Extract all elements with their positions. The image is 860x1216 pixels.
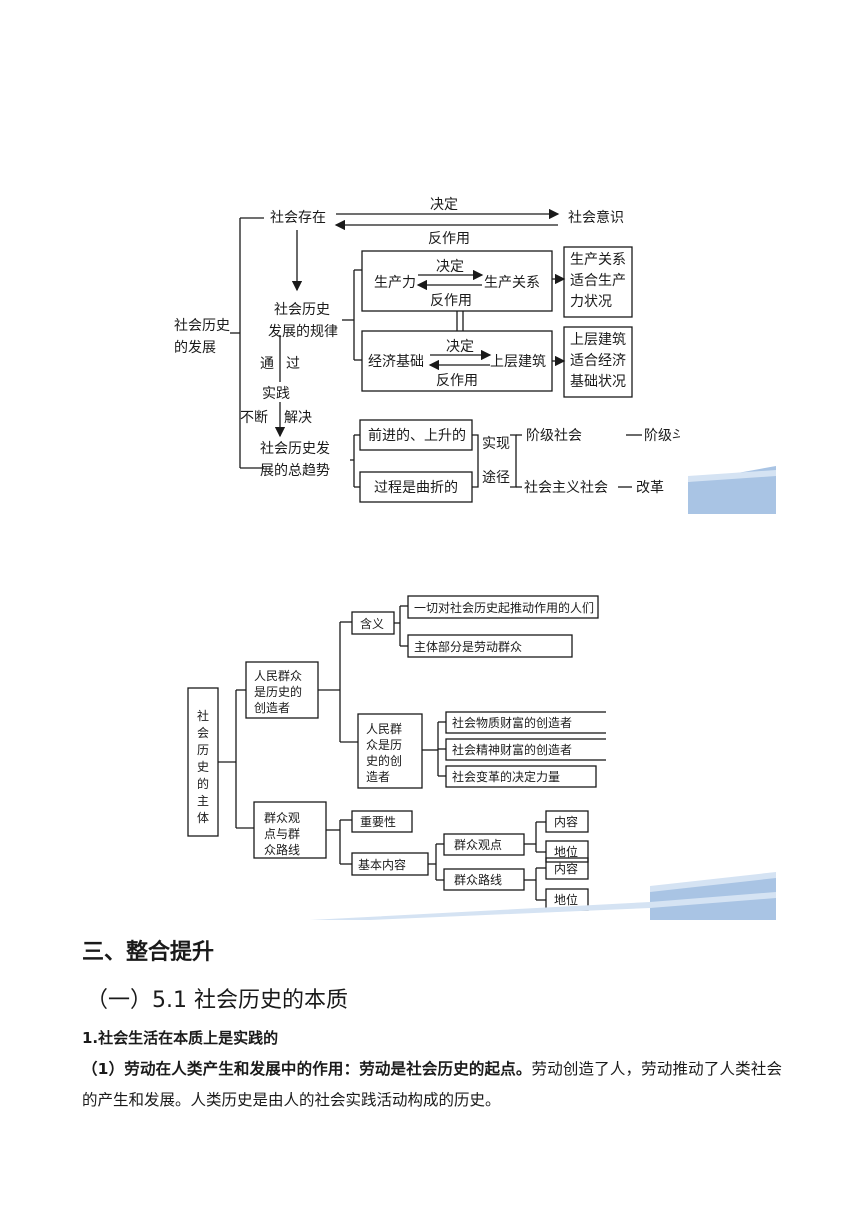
corner-decoration-top [688,466,776,514]
practice-label: 实践 [262,386,290,402]
masses-creators2-1: 人民群 [366,722,402,736]
item-heading: 1.社会生活在本质上是实践的 [82,1029,279,1047]
subject-root-6: 主 [197,794,209,808]
meaning-1: 一切对社会历史起推动作用的人们 [414,600,594,615]
masses-creators-2: 是历史的 [254,684,302,699]
law2-result-3: 基础状况 [570,373,626,390]
reacts-label: 反作用 [428,231,470,247]
class-society-label: 阶级社会 [526,428,582,444]
subject-root-4: 史 [197,760,209,774]
social-existence-label: 社会存在 [270,210,326,226]
mass-line-label: 群众路线 [454,872,502,887]
reform-label: 改革 [636,480,664,496]
masses-creators-1: 人民群众 [254,669,302,683]
trend-line1: 社会历史发 [260,441,330,457]
subject-root-7: 体 [197,811,209,825]
para-bold-prefix: （1）劳动在人类产生和发展中的作用：劳动是社会历史的起点。 [82,1060,532,1078]
history-subject-diagram: 社 会 历 史 的 主 体 人民群众 是历史的 创造者 含义 一切对社会历史起推… [187,595,606,911]
corner-decoration-bottom [310,872,776,920]
law2-result-1: 上层建筑 [570,332,626,348]
realize-label: 实现 [482,436,510,452]
root-line1: 社会历史 [174,318,230,334]
socialist-society-label: 社会主义社会 [524,480,608,496]
law1-result-2: 适合生产 [570,273,626,289]
creator-change: 社会变革的决定力量 [452,769,560,784]
box2-reacts: 反作用 [436,373,478,389]
law1-result-1: 生产关系 [570,252,626,268]
view-content: 内容 [554,814,578,829]
masses-creators-3: 创造者 [254,701,290,715]
view-status: 地位 [554,844,578,859]
history-development-diagram: 社会历史 的发展 社会存在 社会意识 决定 反作用 社会历史 发展的规律 生产力… [174,197,680,503]
path-label: 途径 [482,469,510,486]
para-rest: 劳动创造了人，劳动推动了人类社会的产生和发展。人类历史是由人的社会实践活动构成的… [82,1060,782,1109]
through-label-1: 通 [260,356,274,372]
trend-line2: 展的总趋势 [260,463,330,479]
box1-reacts: 反作用 [430,293,472,309]
productive-forces-label: 生产力 [374,275,416,291]
social-consciousness-label: 社会意识 [568,209,624,226]
decides-label: 决定 [430,197,458,213]
meaning-2: 主体部分是劳动群众 [414,639,522,654]
law1-result-3: 力状况 [570,294,612,310]
subject-root-3: 历 [197,743,209,757]
masses-creators2-4: 造者 [366,770,390,784]
root-label: 社会历史 的发展 [174,318,234,356]
section-subheading: （一）5.1 社会历史的本质 [86,988,348,1013]
trend-process-label: 过程是曲折的 [374,480,458,496]
economic-base-label: 经济基础 [368,353,424,370]
subject-root-5: 的 [197,776,209,791]
mass-view-line-1: 群众观 [264,811,300,825]
masses-creators2-3: 史的创 [366,753,402,768]
creator-material: 社会物质财富的创造者 [452,715,572,730]
mass-view-line-2: 点与群 [264,827,300,841]
box2-decides: 决定 [446,339,474,355]
resolve-label: 解决 [284,410,312,426]
through-label-2: 过 [286,356,300,372]
superstructure-label: 上层建筑 [490,354,546,370]
relations-of-production-label: 生产关系 [484,275,540,291]
law2-result-2: 适合经济 [570,353,626,369]
continually-label: 不断 [240,410,268,426]
body-paragraph: （1）劳动在人类产生和发展中的作用：劳动是社会历史的起点。劳动创造了人，劳动推动… [82,1054,782,1116]
law-label-line2: 发展的规律 [268,324,338,340]
root-line2: 的发展 [174,340,216,356]
meaning-label: 含义 [360,616,384,631]
masses-creators2-2: 众是历 [366,738,402,752]
importance-label: 重要性 [360,815,396,829]
class-struggle-label: 阶级斗争 [644,428,680,444]
mass-view-line-3: 众路线 [264,842,300,857]
creator-spiritual: 社会精神财富的创造者 [452,742,572,757]
subject-root-2: 会 [197,726,209,740]
subject-root-1: 社 [197,708,209,723]
law-label-line1: 社会历史 [274,302,330,318]
line-status: 地位 [554,892,578,907]
line-content: 内容 [554,861,578,876]
section-heading: 三、整合提升 [82,940,215,965]
basic-content-label: 基本内容 [358,857,406,872]
mass-view-label: 群众观点 [454,838,502,852]
box1-decides: 决定 [436,259,464,275]
trend-forward-label: 前进的、上升的 [368,427,466,444]
